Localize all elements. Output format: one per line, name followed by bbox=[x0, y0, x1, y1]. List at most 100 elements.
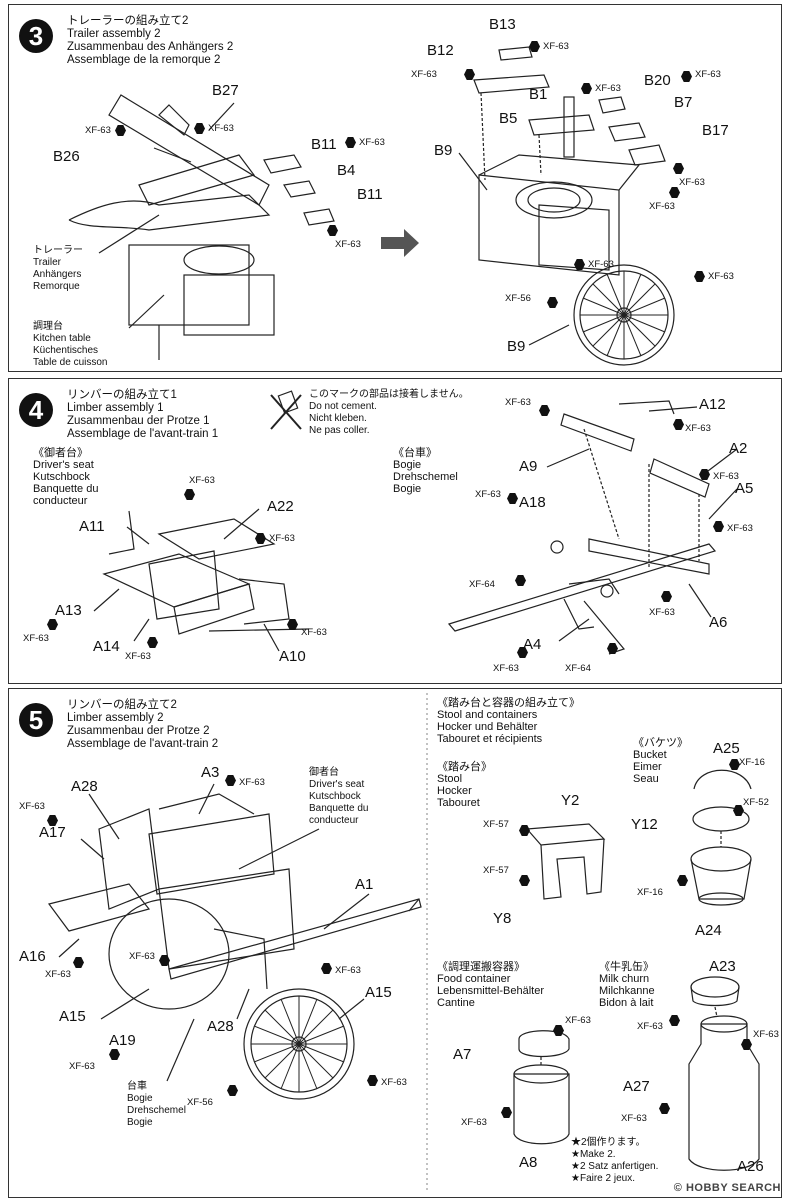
paint-marker-icon bbox=[669, 187, 680, 198]
paint-code: XF-63 bbox=[588, 259, 614, 270]
part-label: Y2 bbox=[561, 792, 580, 809]
part-label: Y8 bbox=[493, 910, 512, 927]
paint-marker-icon bbox=[529, 41, 540, 52]
part-label: A8 bbox=[519, 1154, 538, 1171]
no-cement-note: このマークの部品は接着しません。 Do not cement. Nicht kl… bbox=[309, 389, 469, 436]
paint-marker-icon bbox=[699, 469, 710, 480]
paint-marker-icon bbox=[327, 225, 338, 236]
paint-marker-icon bbox=[673, 163, 684, 174]
part-label: A6 bbox=[709, 614, 728, 631]
paint-code: XF-63 bbox=[753, 1029, 779, 1040]
part-label: B20 bbox=[644, 72, 671, 89]
paint-marker-icon bbox=[517, 647, 528, 658]
paint-marker-icon bbox=[677, 875, 688, 886]
part-label: A15 bbox=[365, 984, 392, 1001]
part-label: A15 bbox=[59, 1008, 86, 1025]
part-label: A28 bbox=[207, 1018, 234, 1035]
part-label: A11 bbox=[79, 518, 105, 535]
paint-marker-icon bbox=[519, 875, 530, 886]
paint-code: XF-64 bbox=[565, 663, 591, 674]
paint-marker-icon bbox=[507, 493, 518, 504]
paint-marker-icon bbox=[184, 489, 195, 500]
step-number-5: 5 bbox=[19, 703, 53, 737]
limber-assembly-2-drawing bbox=[47, 693, 760, 1193]
paint-marker-icon bbox=[501, 1107, 512, 1118]
part-label: A26 bbox=[737, 1158, 764, 1175]
part-label: A10 bbox=[279, 648, 306, 665]
step-3-title: トレーラーの組み立て2 Trailer assembly 2 Zusammenb… bbox=[67, 15, 233, 67]
paint-marker-icon bbox=[729, 759, 740, 770]
paint-code: XF-56 bbox=[187, 1097, 213, 1108]
part-label: A18 bbox=[519, 494, 546, 511]
drivers-seat-heading: 《御者台》 Driver's seat Kutschbock Banquette… bbox=[33, 447, 99, 507]
paint-marker-icon bbox=[607, 643, 618, 654]
paint-marker-icon bbox=[547, 297, 558, 308]
part-label: A4 bbox=[523, 636, 542, 653]
part-label: A17 bbox=[39, 824, 66, 841]
part-label: Y12 bbox=[631, 816, 658, 833]
paint-marker-icon bbox=[515, 575, 526, 586]
paint-code: XF-63 bbox=[359, 137, 385, 148]
part-label: B11 bbox=[311, 136, 337, 153]
part-label: B9 bbox=[434, 142, 453, 159]
bogie-heading: 《台車》 Bogie Drehschemel Bogie bbox=[393, 447, 458, 495]
part-label: A16 bbox=[19, 948, 46, 965]
part-label: B27 bbox=[212, 82, 239, 99]
part-label: A25 bbox=[713, 740, 740, 757]
part-label: A19 bbox=[109, 1032, 136, 1049]
paint-code: XF-56 bbox=[505, 293, 531, 304]
step-4-title: リンバーの組み立て1 Limber assembly 1 Zusammenbau… bbox=[67, 389, 219, 440]
part-label: A14 bbox=[93, 638, 120, 655]
paint-marker-icon bbox=[464, 69, 475, 80]
part-label: B26 bbox=[53, 148, 80, 165]
paint-code: XF-52 bbox=[743, 797, 769, 808]
part-label: A7 bbox=[453, 1046, 472, 1063]
part-label: A3 bbox=[201, 764, 220, 781]
paint-marker-icon bbox=[681, 71, 692, 82]
paint-marker-icon bbox=[227, 1085, 238, 1096]
paint-marker-icon bbox=[321, 963, 332, 974]
paint-code: XF-63 bbox=[475, 489, 501, 500]
paint-marker-icon bbox=[47, 815, 58, 826]
part-label: B1 bbox=[529, 86, 548, 103]
paint-marker-icon bbox=[553, 1025, 564, 1036]
step-number-3: 3 bbox=[19, 19, 53, 53]
paint-marker-icon bbox=[669, 1015, 680, 1026]
title-fr: Assemblage de la remorque 2 bbox=[67, 54, 221, 66]
part-label: A27 bbox=[623, 1078, 650, 1095]
paint-marker-icon bbox=[741, 1039, 752, 1050]
paint-code: XF-63 bbox=[69, 1061, 95, 1072]
part-label: A12 bbox=[699, 396, 726, 413]
paint-marker-icon bbox=[109, 1049, 120, 1060]
part-label: A5 bbox=[735, 480, 754, 497]
paint-code: XF-63 bbox=[19, 801, 45, 812]
paint-code: XF-63 bbox=[85, 125, 111, 136]
kitchen-table-label: 調理台 Kitchen table Küchentisches Table de… bbox=[33, 321, 108, 368]
paint-code: XF-63 bbox=[189, 475, 215, 486]
part-label: B11 bbox=[357, 186, 383, 203]
paint-code: XF-63 bbox=[679, 177, 705, 188]
paint-code: XF-63 bbox=[45, 969, 71, 980]
part-label: A23 bbox=[709, 958, 736, 975]
part-label: A24 bbox=[695, 922, 722, 939]
paint-code: XF-63 bbox=[381, 1077, 407, 1088]
paint-code: XF-63 bbox=[411, 69, 437, 80]
paint-code: XF-63 bbox=[595, 83, 621, 94]
paint-marker-icon bbox=[115, 125, 126, 136]
part-label: B12 bbox=[427, 42, 454, 59]
paint-marker-icon bbox=[733, 805, 744, 816]
part-label: B7 bbox=[674, 94, 693, 111]
part-label: B5 bbox=[499, 110, 518, 127]
paint-marker-icon bbox=[255, 533, 266, 544]
food-container-heading: 《調理運搬容器》 Food container Lebensmittel-Beh… bbox=[437, 961, 545, 1009]
stool-heading: 《踏み台》 Stool Hocker Tabouret bbox=[437, 761, 492, 809]
paint-code: XF-63 bbox=[335, 239, 361, 250]
paint-marker-icon bbox=[713, 521, 724, 532]
title-de: Zusammenbau des Anhängers 2 bbox=[67, 41, 234, 53]
paint-code: XF-57 bbox=[483, 819, 509, 830]
paint-marker-icon bbox=[225, 775, 236, 786]
paint-code: XF-16 bbox=[739, 757, 765, 768]
paint-code: XF-63 bbox=[129, 951, 155, 962]
paint-marker-icon bbox=[367, 1075, 378, 1086]
paint-marker-icon bbox=[659, 1103, 670, 1114]
